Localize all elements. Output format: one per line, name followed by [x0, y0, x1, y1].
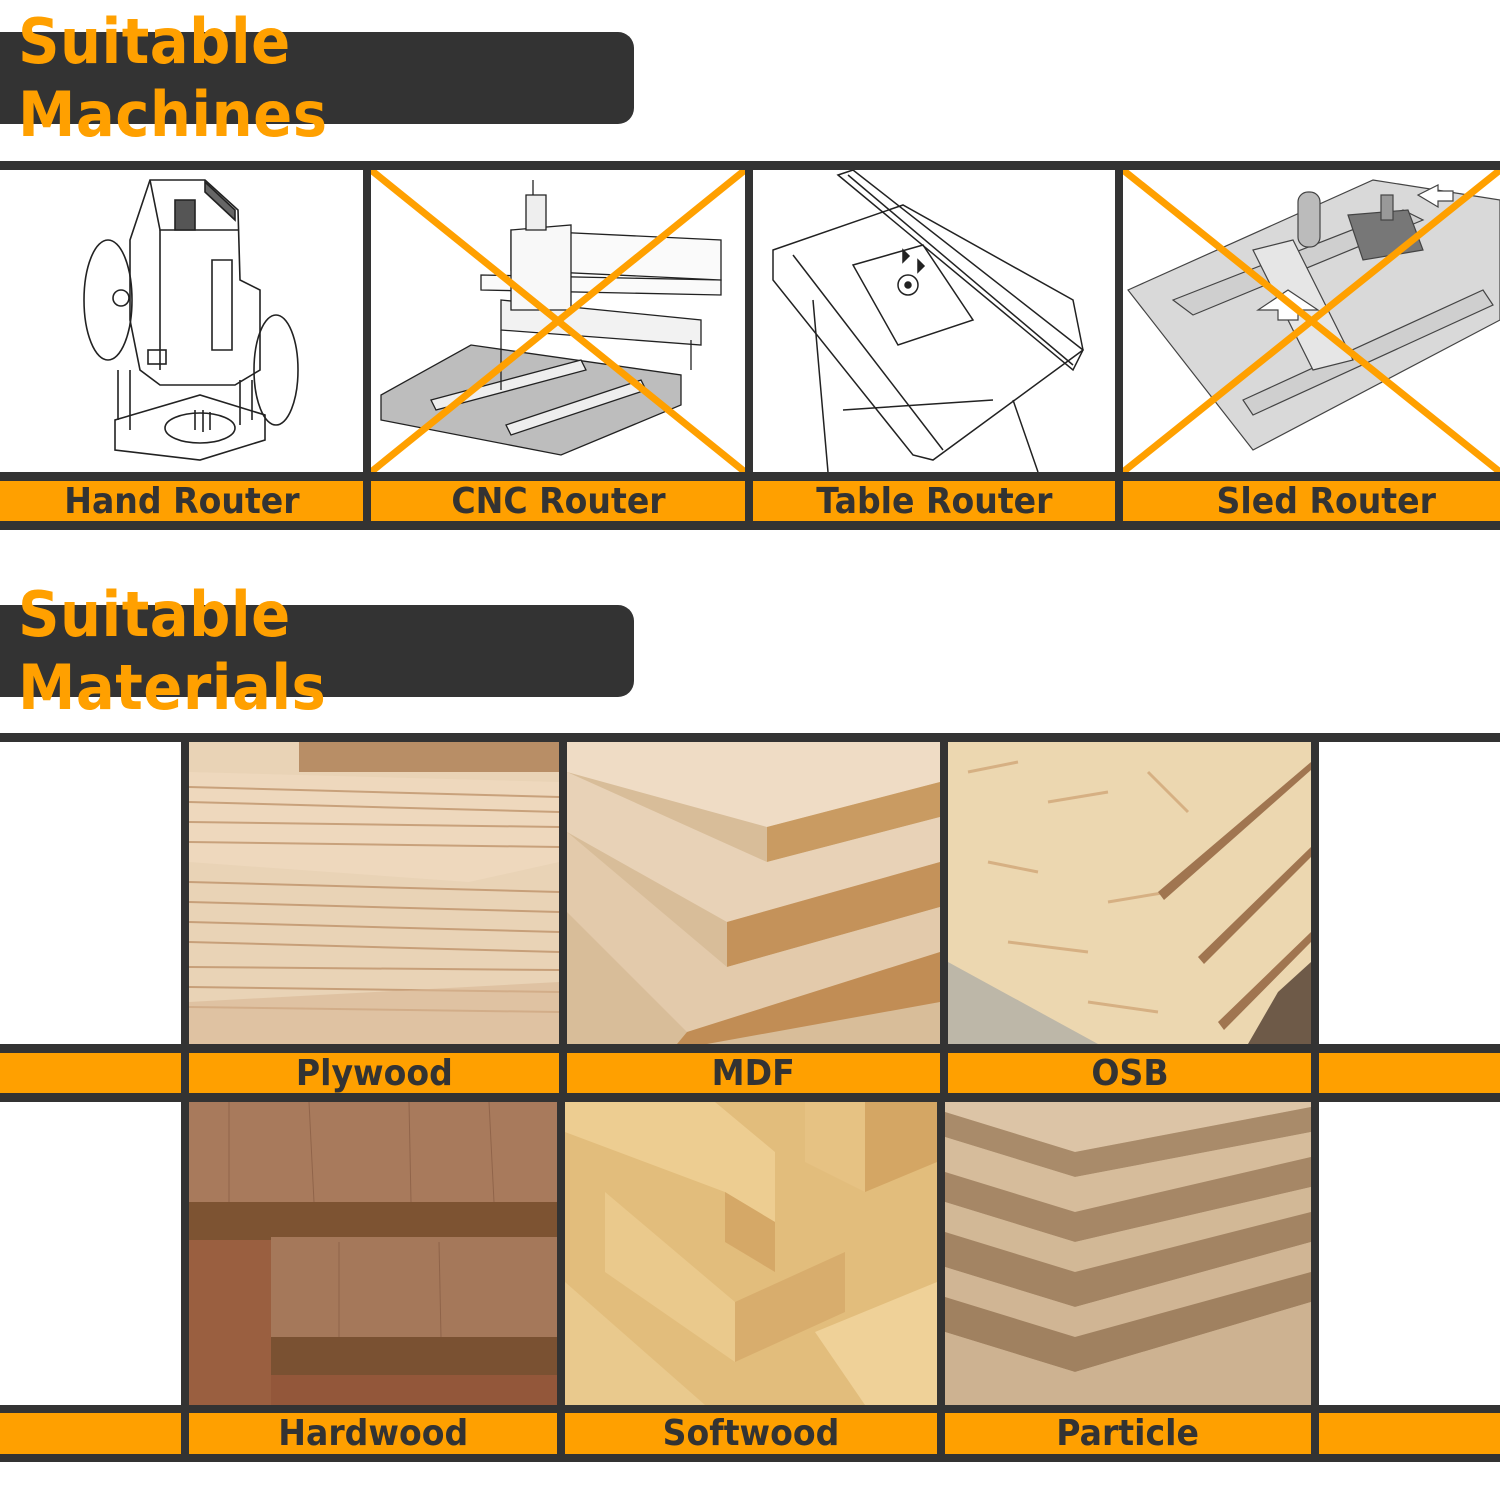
material-tile-osb — [948, 742, 1311, 1044]
mdf-photo-icon — [567, 742, 940, 1044]
grid-divider — [940, 742, 948, 1093]
material-tile-softwood — [565, 1102, 937, 1405]
hardwood-photo-icon — [189, 1102, 557, 1405]
machine-label-cnc-router: CNC Router — [450, 480, 666, 522]
particle-board-photo-icon — [945, 1102, 1311, 1405]
grid-border-label-top — [0, 1405, 1500, 1413]
cnc-router-drawing-icon — [380, 180, 722, 456]
table-router-drawing-icon — [772, 170, 1084, 472]
machine-tile-hand-router — [0, 170, 363, 472]
section-title-materials-text: Suitable Materials — [18, 578, 327, 724]
grid-divider — [745, 481, 753, 521]
grid-divider — [1311, 1102, 1319, 1454]
grid-border-label-top — [0, 1044, 1500, 1053]
grid-divider — [557, 1102, 565, 1454]
plywood-photo-icon — [189, 742, 559, 1044]
machine-label-hand-router: Hand Router — [63, 480, 300, 522]
machine-label-sled-router: Sled Router — [1216, 480, 1437, 522]
grid-border-label-top — [0, 472, 1500, 481]
grid-border-bottom — [0, 521, 1500, 530]
grid-divider — [1115, 481, 1123, 521]
grid-divider — [181, 1102, 189, 1454]
material-tile-mdf — [567, 742, 940, 1044]
label-band — [0, 1413, 1500, 1454]
softwood-photo-icon — [565, 1102, 937, 1405]
grid-divider — [937, 1102, 945, 1454]
machine-tile-sled-router — [1123, 170, 1500, 472]
grid-divider — [181, 742, 189, 1093]
material-label-plywood: Plywood — [295, 1052, 453, 1094]
label-band — [0, 1053, 1500, 1093]
machine-tile-cnc-router — [371, 170, 745, 472]
grid-divider — [363, 170, 371, 472]
osb-photo-icon — [948, 742, 1311, 1044]
grid-divider — [363, 481, 371, 521]
machine-tile-table-router — [753, 170, 1115, 472]
material-label-osb: OSB — [1090, 1052, 1169, 1094]
hand-router-drawing-icon — [83, 179, 299, 461]
material-label-softwood: Softwood — [662, 1413, 840, 1454]
material-tile-plywood — [189, 742, 559, 1044]
material-tile-particle — [945, 1102, 1311, 1405]
material-label-particle: Particle — [1056, 1413, 1200, 1454]
grid-divider — [1115, 170, 1123, 472]
grid-border-row-divider — [0, 1093, 1500, 1102]
material-label-mdf: MDF — [711, 1052, 796, 1094]
grid-border-bottom — [0, 1454, 1500, 1462]
material-tile-hardwood — [189, 1102, 557, 1405]
grid-border-top — [0, 161, 1500, 170]
grid-border-top — [0, 733, 1500, 742]
grid-divider — [1311, 742, 1319, 1093]
section-title-materials: Suitable Materials — [0, 578, 634, 724]
machine-label-table-router: Table Router — [815, 480, 1053, 522]
section-title-machines: Suitable Machines — [0, 5, 634, 151]
section-title-machines-text: Suitable Machines — [18, 5, 328, 151]
material-label-hardwood: Hardwood — [278, 1413, 468, 1454]
grid-divider — [745, 170, 753, 472]
sled-router-drawing-icon — [1127, 179, 1500, 451]
grid-divider — [559, 742, 567, 1093]
